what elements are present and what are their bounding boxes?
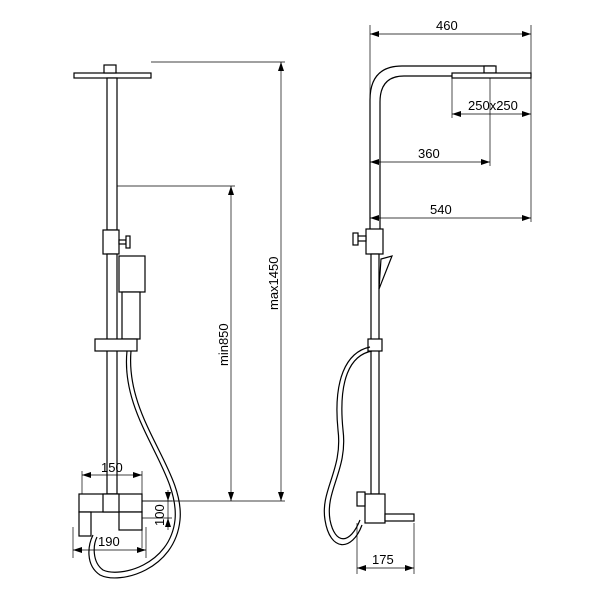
dimension-label-250x250: 250x250 [468, 98, 518, 113]
front-shower-hose-inner [93, 350, 176, 573]
front-diverter-knob [118, 239, 127, 245]
dimension-label-540: 540 [430, 202, 452, 217]
front-hand-shower-handle [121, 291, 141, 340]
dimension-label-150: 150 [101, 460, 123, 475]
dimension-label-min850: min850 [216, 323, 231, 366]
side-shower-hose-inner [323, 346, 371, 546]
side-diverter-knob-end [352, 232, 359, 246]
dimension-label-460: 460 [436, 18, 458, 33]
front-upper-pipe [106, 77, 118, 231]
front-mixer-spout-base [118, 511, 143, 531]
dimension-460: 460 [370, 18, 531, 37]
side-mixer-handle [356, 491, 366, 507]
side-lower-pipe [370, 253, 380, 495]
side-shower-head [451, 72, 532, 79]
dimension-label-190: 190 [98, 534, 120, 549]
side-mixer-body [364, 493, 386, 524]
dimension-150: 150 [82, 460, 142, 478]
dimension-175: 175 [357, 552, 414, 571]
side-view: 460 250x250 360 540 175 [323, 18, 532, 574]
dimension-label-100: 100 [152, 504, 167, 526]
front-diverter [102, 229, 120, 255]
dimension-100: 100 [152, 490, 171, 530]
side-arm-inner [379, 75, 495, 229]
dimension-250x250: 250x250 [452, 98, 531, 117]
side-mixer-spout [384, 513, 415, 522]
side-head-connector [483, 65, 497, 74]
front-shower-hose [88, 350, 181, 579]
side-hand-shower [378, 255, 393, 290]
front-head-connector [103, 64, 117, 74]
side-slider-bracket [367, 338, 383, 352]
dimension-360: 360 [370, 146, 490, 165]
dimension-label-max1450: max1450 [266, 257, 281, 310]
front-view: max1450 min850 150 100 190 [72, 61, 285, 579]
dimension-540: 540 [370, 202, 531, 221]
front-lower-pipe [106, 253, 118, 495]
front-mixer-outlet [78, 511, 92, 537]
side-diverter [365, 228, 384, 255]
dimension-190: 190 [73, 534, 146, 553]
dimension-max1450: max1450 [266, 62, 284, 501]
front-mixer-center [102, 493, 120, 513]
front-hand-shower-head [118, 255, 146, 293]
front-shower-head [73, 72, 152, 79]
front-slider-bracket [94, 338, 138, 352]
side-shower-hose [328, 350, 373, 540]
front-diverter-knob-end [125, 235, 131, 249]
dimension-label-360: 360 [418, 146, 440, 161]
dimension-min850: min850 [216, 186, 234, 501]
dimension-label-175: 175 [372, 552, 394, 567]
